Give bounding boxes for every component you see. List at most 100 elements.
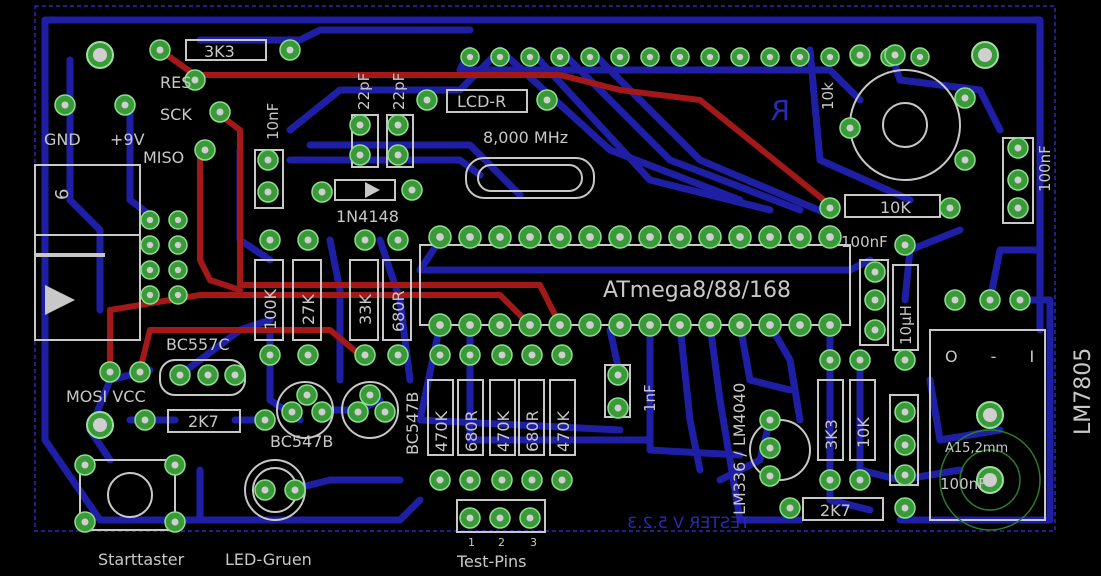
r-680r-top-label: 680R [389,290,408,332]
pad-drill [366,391,374,399]
c-22pf-b-label: 22pF [390,73,408,110]
pad-drill [466,514,474,522]
pad-drill [466,351,474,359]
test-pin2-label: 2 [498,536,505,549]
pad-drill [871,296,879,304]
diode-label: 1N4148 [336,207,399,226]
pad-drill [786,504,794,512]
pad-drill [318,188,326,196]
r-470k-1-label: 470K [432,410,451,452]
pad-drill [356,121,364,129]
pad-drill [423,96,431,104]
pad-drill [354,408,362,416]
pad-drill [136,368,144,376]
bc547b-b-label: BC547B [403,392,422,455]
pad-drill [826,53,834,61]
pad-drill [466,233,474,241]
pad-drill [901,471,909,479]
pad-drill [901,441,909,449]
pad-drill [436,321,444,329]
pad-drill [436,351,444,359]
pad-drill [901,408,909,416]
pad-drill [646,321,654,329]
pad-drill [526,321,534,329]
c-100n-heatsink-label: 100nF [940,475,987,493]
pad-drill [706,321,714,329]
pad-drill [586,233,594,241]
pad-drill [1014,144,1022,152]
test-pins-label: Test-Pins [456,552,527,571]
pad-drill [394,151,402,159]
pad-drill [381,408,389,416]
pad-drill [286,46,294,54]
pad-drill [616,233,624,241]
r-10k-right-label: 10K [880,198,911,217]
pad-drill [676,53,684,61]
pad-drill [986,296,994,304]
pad-drill [394,121,402,129]
pad-drill [556,53,564,61]
pad-drill [556,233,564,241]
pad-drill [266,236,274,244]
mounting-holes [86,41,1004,494]
r-680r-2-label: 680R [523,410,542,452]
pad-drill [766,444,774,452]
pad-drill [856,356,864,364]
pot-10k-label: 10k [819,82,837,110]
regulator-label: LM7805 [1071,348,1096,435]
pad-drill [871,326,879,334]
pad-drill [304,351,312,359]
pad-drill [901,241,909,249]
pad-drill [156,46,164,54]
pad-drill [706,53,714,61]
pad-drill [191,76,199,84]
pad-drill [891,51,899,59]
pad-drill [394,236,402,244]
r-470k-3-label: 470K [554,410,573,452]
l-10uh-label: 10µH [897,305,915,345]
test-pin3-label: 3 [530,536,537,549]
pad-drill [614,404,622,412]
pad-drill [796,233,804,241]
pad-drill [174,266,182,274]
pad-drill [871,268,879,276]
pad-drill [586,321,594,329]
pad-drill [106,368,114,376]
r-680r-1-label: 680R [462,410,481,452]
pad-drill [498,351,506,359]
pad-drill [676,233,684,241]
sck-label: SCK [160,105,192,124]
pad-drill [204,371,212,379]
pad-drill [526,233,534,241]
pad-drill [961,156,969,164]
pad-drill [436,476,444,484]
pad-drill [121,101,129,109]
pad-drill [961,94,969,102]
pad-drill [766,416,774,424]
pad-drill [174,216,182,224]
heatsink-label: A15,2mm [945,441,1008,456]
led-label: LED-Gruen [225,550,312,569]
pad-drill [856,476,864,484]
pad-drill [261,486,269,494]
pad-drill [676,321,684,329]
pads [54,39,1031,533]
pad-drill [176,371,184,379]
pad-drill [496,233,504,241]
pad-drill [616,321,624,329]
r-3k3-right-label: 3K3 [822,419,841,450]
pad-drill [466,476,474,484]
pad-drill [736,233,744,241]
pad-drill [304,236,312,244]
r-2k7-right-label: 2K7 [820,501,851,520]
pad-drill [394,351,402,359]
c-1nf-label: 1nF [641,384,659,412]
vcc9-label: +9V [110,130,145,149]
pad-drill [856,51,864,59]
pad-drill [556,321,564,329]
pad-drill [201,146,209,154]
pad-drill [1016,296,1024,304]
pad-drill [646,53,654,61]
c-22pf-a-label: 22pF [355,73,373,110]
